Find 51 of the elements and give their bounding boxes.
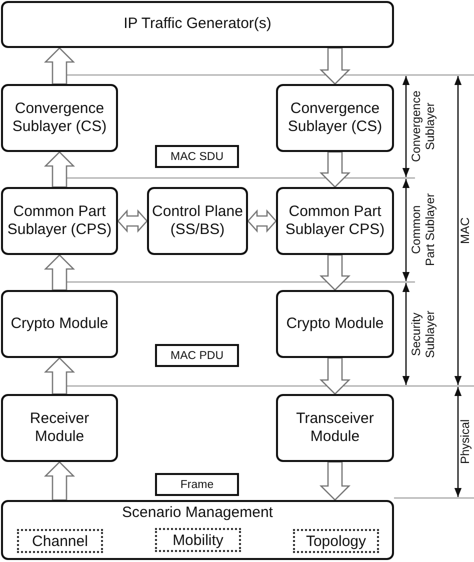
box-label: Mobility <box>172 532 224 548</box>
block-arrow <box>247 209 277 233</box>
process-box <box>1 394 118 462</box>
data-unit-box <box>155 344 239 367</box>
block-arrow <box>117 209 148 233</box>
layer-label: Common Part Sublayer <box>410 192 438 268</box>
box-label: Transceiver Module <box>295 410 375 446</box>
box-label: Crypto Module <box>286 314 384 334</box>
layer-label: Security Sublayer <box>410 309 438 360</box>
block-arrow <box>44 461 76 501</box>
block-arrow <box>44 357 76 395</box>
dotted-module-box <box>293 529 379 553</box>
data-unit-box <box>155 473 239 496</box>
dotted-module-box <box>17 529 103 553</box>
box-label: Frame <box>180 478 214 490</box>
box-label: Receiver Module <box>28 410 90 446</box>
block-arrow <box>319 47 351 85</box>
layer-label: Physical <box>459 418 473 466</box>
block-arrow <box>319 151 351 188</box>
dotted-module-box <box>155 528 241 552</box>
block-arrow <box>44 254 76 291</box>
process-box <box>276 84 394 152</box>
box-label: IP Traffic Generator(s) <box>124 15 272 34</box>
process-box <box>276 394 394 462</box>
process-box <box>147 187 248 255</box>
process-box <box>1 84 118 152</box>
process-box <box>1 290 118 358</box>
box-label: Convergence Sublayer (CS) <box>286 100 384 136</box>
container-box <box>1 500 394 560</box>
block-arrow <box>319 461 351 501</box>
block-arrow <box>319 357 351 395</box>
box-label: Scenario Management <box>122 504 273 521</box>
box-label: Topology <box>306 532 366 550</box>
box-label: Crypto Module <box>10 314 108 334</box>
block-arrow <box>319 254 351 291</box>
process-box <box>1 187 118 255</box>
process-box <box>1 1 394 48</box>
box-label: Common Part Sublayer (CPS) <box>6 202 113 240</box>
box-label: MAC SDU <box>170 150 224 162</box>
layer-label: MAC <box>459 216 473 246</box>
box-label: Control Plane (SS/BS) <box>152 202 243 240</box>
layer-label: Convergence Sublayer <box>410 90 438 164</box>
data-unit-box <box>155 145 239 168</box>
box-label: MAC PDU <box>170 350 224 362</box>
block-arrow <box>44 47 76 85</box>
box-label: Channel <box>32 532 88 550</box>
process-box <box>276 187 394 255</box>
box-label: Common Part Sublayer CPS) <box>284 202 386 240</box>
process-box <box>276 290 394 358</box>
box-label: Convergence Sublayer (CS) <box>11 100 108 136</box>
block-arrow <box>44 151 76 188</box>
